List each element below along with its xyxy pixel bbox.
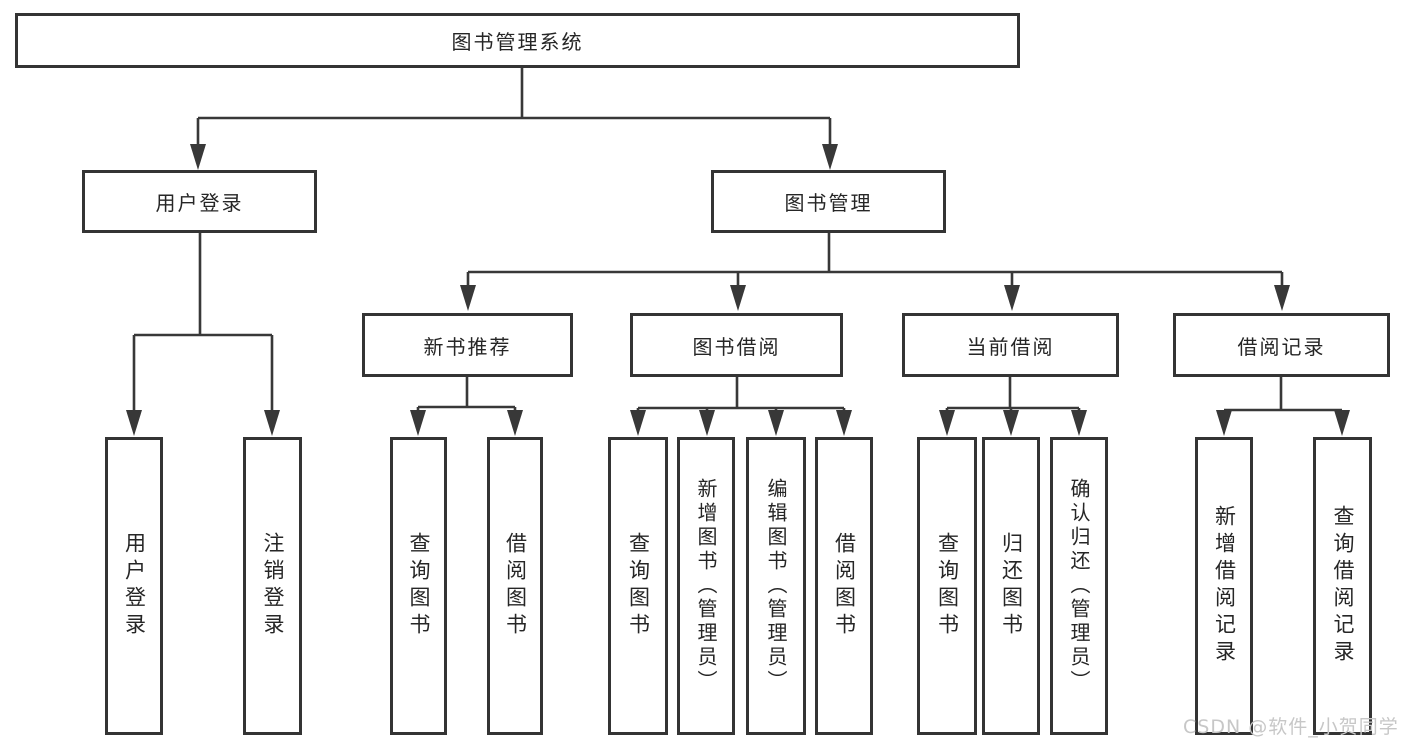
node-label: 确认归还（管理员） xyxy=(1067,478,1091,694)
node-label: 借阅图书 xyxy=(503,532,528,640)
node-current-borrow: 当前借阅 xyxy=(902,313,1119,377)
leaf-edit-book-admin: 编辑图书（管理员） xyxy=(746,437,806,735)
node-label: 查询图书 xyxy=(626,532,651,640)
leaf-add-book-admin: 新增图书（管理员） xyxy=(677,437,735,735)
leaf-borrow-book-recommend: 借阅图书 xyxy=(487,437,543,735)
node-label: 查询图书 xyxy=(935,532,960,640)
node-root: 图书管理系统 xyxy=(15,13,1020,68)
node-book-management: 图书管理 xyxy=(711,170,946,233)
node-label: 图书管理系统 xyxy=(451,30,584,54)
node-new-book-recommend: 新书推荐 xyxy=(362,313,573,377)
node-label: 编辑图书（管理员） xyxy=(764,478,788,694)
node-user-login: 用户登录 xyxy=(82,170,317,233)
node-label: 注销登录 xyxy=(261,532,285,640)
leaf-logout: 注销登录 xyxy=(243,437,302,735)
leaf-add-borrow-record: 新增借阅记录 xyxy=(1195,437,1253,735)
node-book-borrow: 图书借阅 xyxy=(630,313,843,377)
node-label: 图书借阅 xyxy=(692,334,781,359)
csdn-watermark: CSDN @软件_小贺同学 xyxy=(1183,716,1399,738)
node-borrow-record: 借阅记录 xyxy=(1173,313,1390,377)
node-label: 新增借阅记录 xyxy=(1212,505,1237,667)
node-label: 新增图书（管理员） xyxy=(694,478,718,694)
leaf-confirm-return-admin: 确认归还（管理员） xyxy=(1050,437,1108,735)
node-label: 用户登录 xyxy=(155,191,244,215)
leaf-query-borrow-record: 查询借阅记录 xyxy=(1313,437,1372,735)
node-label: 查询图书 xyxy=(407,532,431,640)
leaf-query-book-recommend: 查询图书 xyxy=(390,437,447,735)
node-label: 当前借阅 xyxy=(966,334,1055,359)
leaf-query-book-current: 查询图书 xyxy=(917,437,977,735)
node-label: 图书管理 xyxy=(784,191,873,215)
node-label: 归还图书 xyxy=(999,532,1024,640)
leaf-user-login: 用户登录 xyxy=(105,437,163,735)
leaf-return-book: 归还图书 xyxy=(982,437,1040,735)
node-label: 用户登录 xyxy=(122,532,147,640)
leaf-borrow-book: 借阅图书 xyxy=(815,437,873,735)
node-label: 新书推荐 xyxy=(423,334,512,359)
arrowhead-icons xyxy=(126,144,1350,436)
connector-paths xyxy=(132,68,1344,416)
node-label: 借阅记录 xyxy=(1237,334,1326,359)
leaf-query-book-borrow: 查询图书 xyxy=(608,437,668,735)
node-label: 借阅图书 xyxy=(832,532,857,640)
node-label: 查询借阅记录 xyxy=(1331,505,1355,667)
